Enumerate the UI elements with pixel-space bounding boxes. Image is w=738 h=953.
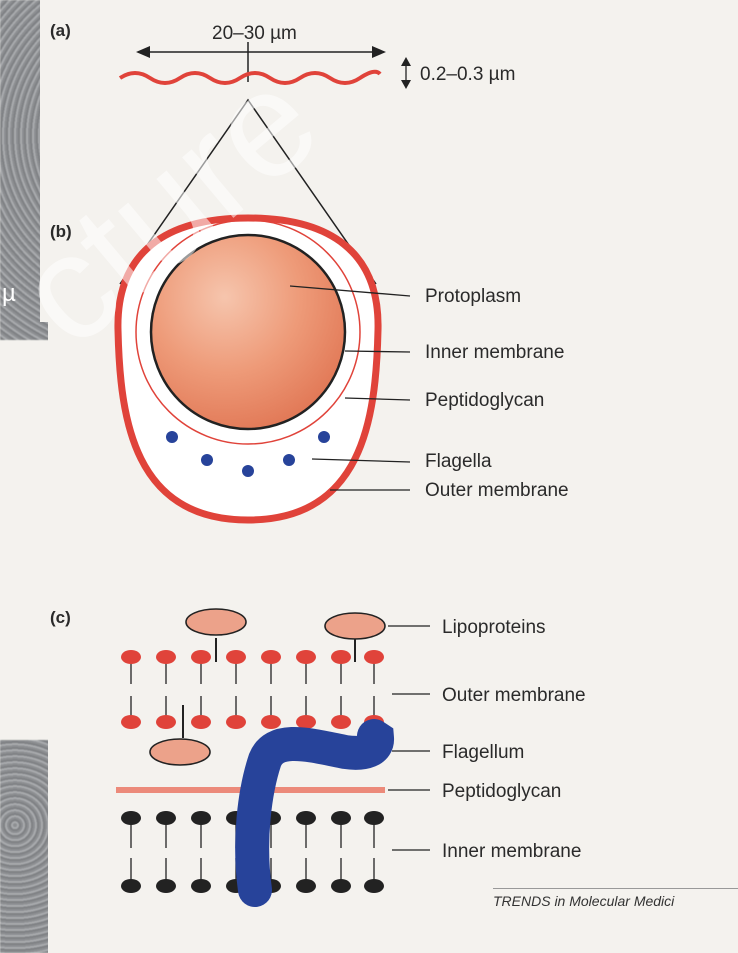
inner-lipid-lower-head xyxy=(331,879,351,893)
outer-lipid-upper-head xyxy=(226,650,246,664)
inner-lipid-lower-head xyxy=(191,879,211,893)
outer-lipid-lower-head xyxy=(331,715,351,729)
label-inner-membrane-c: Inner membrane xyxy=(442,841,581,862)
lipoprotein xyxy=(186,609,246,635)
outer-lipid-upper-head xyxy=(121,650,141,664)
outer-lipid-upper-head xyxy=(191,650,211,664)
label-outer-membrane: Outer membrane xyxy=(425,480,569,501)
panel-label-c: (c) xyxy=(50,608,71,627)
inner-lipid-upper-head xyxy=(121,811,141,825)
outer-lipid-upper-head xyxy=(296,650,316,664)
inner-lipid-lower-head xyxy=(296,879,316,893)
label-inner-membrane: Inner membrane xyxy=(425,342,564,363)
outer-lipid-lower-head xyxy=(191,715,211,729)
label-peptidoglycan: Peptidoglycan xyxy=(425,390,544,411)
inner-lipid-lower-head xyxy=(156,879,176,893)
length-label: 20–30 µm xyxy=(212,23,297,44)
outer-lipid-upper-head xyxy=(156,650,176,664)
outer-lipid-upper-head xyxy=(261,650,281,664)
inner-lipid-upper-head xyxy=(331,811,351,825)
lipoprotein xyxy=(325,613,385,639)
outer-lipid-upper-head xyxy=(364,650,384,664)
outer-lipid-lower-head xyxy=(226,715,246,729)
left-edge-fragment: µ xyxy=(2,280,16,308)
outer-lipid-lower-head xyxy=(296,715,316,729)
label-flagella: Flagella xyxy=(425,451,492,472)
label-outer-membrane-c: Outer membrane xyxy=(442,685,586,706)
label-peptidoglycan-c: Peptidoglycan xyxy=(442,781,561,802)
inner-lipid-upper-head xyxy=(296,811,316,825)
flagellum-dot xyxy=(242,465,254,477)
panel-right-background xyxy=(500,0,738,330)
outer-lipid-upper-head xyxy=(331,650,351,664)
label-protoplasm: Protoplasm xyxy=(425,286,521,307)
inner-lipid-upper-head xyxy=(191,811,211,825)
inner-lipid-lower-head xyxy=(121,879,141,893)
lipoprotein xyxy=(150,739,210,765)
outer-lipid-lower-head xyxy=(121,715,141,729)
width-label: 0.2–0.3 µm xyxy=(420,64,515,85)
outer-lipid-lower-head xyxy=(156,715,176,729)
flagellum-dot xyxy=(166,431,178,443)
inner-lipid-lower-head xyxy=(364,879,384,893)
inner-lipid-upper-head xyxy=(156,811,176,825)
label-lipoproteins: Lipoproteins xyxy=(442,617,546,638)
flagellum-dot xyxy=(318,431,330,443)
credit-line: TRENDS in Molecular Medici xyxy=(493,888,738,909)
flagellum-dot xyxy=(283,454,295,466)
inner-lipid-upper-head xyxy=(364,811,384,825)
label-flagellum: Flagellum xyxy=(442,742,524,763)
flagellum-dot xyxy=(201,454,213,466)
panel-label-a: (a) xyxy=(50,21,71,40)
outer-lipid-lower-head xyxy=(261,715,281,729)
